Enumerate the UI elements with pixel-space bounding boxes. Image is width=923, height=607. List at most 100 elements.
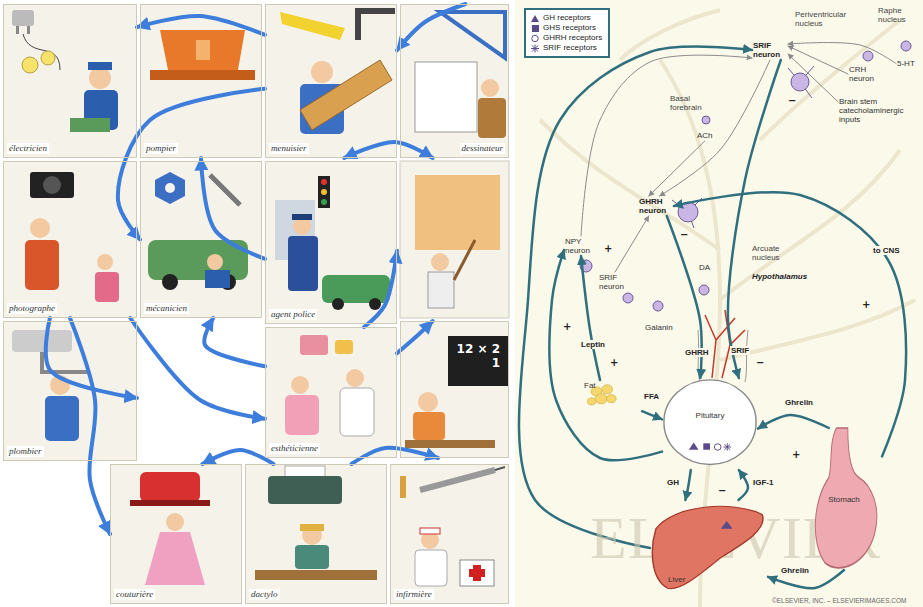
seamstress-picture [130, 472, 210, 585]
organ-label: Stomach [828, 495, 860, 504]
policeman-picture [332, 298, 344, 310]
stomach-organ: Stomach [806, 428, 882, 570]
job-card: couturière [110, 464, 242, 604]
neuron-name: SRIF neuron [753, 41, 787, 59]
job-card: menuisier [265, 4, 397, 158]
nucleus-label: Arcuate nucleus [752, 244, 794, 262]
organ-label: Pituitary [696, 411, 725, 420]
regulation-arrow [615, 216, 649, 272]
region-label: Hypothalamus [752, 272, 807, 281]
teacher-picture [405, 440, 495, 448]
organ-label: Fat [584, 381, 596, 390]
card-ground [400, 321, 509, 458]
beautician-picture [291, 376, 309, 394]
job-card: électricien [3, 4, 137, 158]
regulation-arrow [660, 60, 770, 196]
legend-text: GHRH receptors [543, 33, 602, 43]
painter-picture [431, 253, 449, 271]
electrician-picture [27, 26, 30, 34]
typist-picture [255, 570, 377, 580]
card-caption: dactylo [249, 589, 280, 600]
legend-text: GH receptors [543, 13, 591, 23]
regulation-arrow [788, 46, 848, 74]
fireman-picture [160, 30, 245, 70]
beautician-picture [285, 395, 319, 435]
photographer-picture [97, 254, 113, 270]
beautician-picture [340, 388, 374, 436]
painter-picture [415, 175, 500, 250]
tree-watermark [620, 10, 720, 60]
signal-label: Leptin [580, 340, 606, 349]
teacher-picture [418, 392, 438, 412]
tree-watermark [720, 300, 915, 360]
nurse-picture [495, 467, 505, 470]
neuron-soma [791, 73, 809, 91]
regulation-arrow [674, 192, 906, 456]
regulation-arrow [788, 54, 838, 102]
electrician-picture [89, 67, 111, 89]
photographer-picture [25, 240, 59, 290]
pituitary-stalk [705, 310, 745, 378]
beautician-picture [346, 369, 364, 387]
card-caption: agent police [269, 309, 317, 320]
policeman-picture [292, 214, 312, 220]
legend-sample [530, 24, 540, 33]
job-card: dactylo [245, 464, 387, 604]
neuron-soma [863, 51, 873, 61]
electrician-picture [12, 10, 118, 132]
carpenter-picture [300, 60, 392, 130]
job-card: infirmière [390, 464, 509, 604]
draughtsman-picture [415, 12, 506, 138]
electrician-picture [12, 10, 34, 26]
effect-sign: + [563, 322, 571, 332]
card-ground [265, 161, 397, 324]
card-caption: électricien [7, 143, 49, 154]
pituitary-gland-outline [703, 443, 710, 449]
tree-watermark [760, 20, 900, 140]
effect-sign: + [604, 244, 612, 254]
neuron-label: SRIF neuron [752, 40, 788, 60]
fat-cells-outline [587, 398, 595, 405]
legend-text: SRIF receptors [543, 43, 597, 53]
legend-sample [531, 44, 539, 52]
regulation-arrow [728, 60, 781, 378]
mechanic-picture [205, 270, 230, 288]
card-ground [3, 321, 137, 461]
legend-box: GH receptorsGHS receptorsGHRH receptorsS… [524, 8, 610, 58]
fat-cells: Fat [582, 380, 642, 432]
legend-row: GH receptors [530, 13, 602, 23]
neuron-soma [702, 116, 710, 124]
painter-picture [454, 240, 475, 280]
mechanic-picture [165, 183, 175, 193]
teacher-picture [448, 336, 508, 386]
plumber-picture [12, 330, 72, 352]
neuron-name: Brain stem catecholaminergic inputs [839, 97, 917, 124]
typist-picture [255, 466, 377, 580]
regulation-arrow [519, 47, 752, 548]
nurse-picture [420, 470, 495, 490]
regulation-arrow [758, 415, 829, 429]
tree-watermark [540, 120, 720, 250]
photographer-picture [30, 218, 50, 238]
neuron-name: CRH neuron [849, 65, 881, 83]
carpenter-picture [280, 8, 395, 134]
legend-sample [530, 44, 540, 53]
neuron-name: 5-HT [897, 59, 915, 68]
card-ground [400, 161, 509, 318]
effect-sign: − [788, 96, 796, 106]
card-caption: mécanicien [144, 303, 189, 314]
job-card: photographe [3, 161, 137, 318]
seamstress-picture [140, 472, 200, 502]
seamstress-picture [166, 513, 184, 531]
career-arrow [364, 251, 397, 327]
neuron-name: NPY neuron [565, 237, 597, 255]
liver-organ-outline [652, 506, 763, 588]
blackboard-text: 1 [492, 356, 500, 370]
career-arrow [352, 448, 439, 464]
neuron-name: ACh [697, 131, 713, 140]
neuron-name: Galanin [645, 323, 673, 332]
neuron-label: 5-HT [896, 58, 916, 69]
neuron-label: SRIF neuron [598, 272, 632, 292]
pituitary-gland-outline [689, 442, 699, 449]
